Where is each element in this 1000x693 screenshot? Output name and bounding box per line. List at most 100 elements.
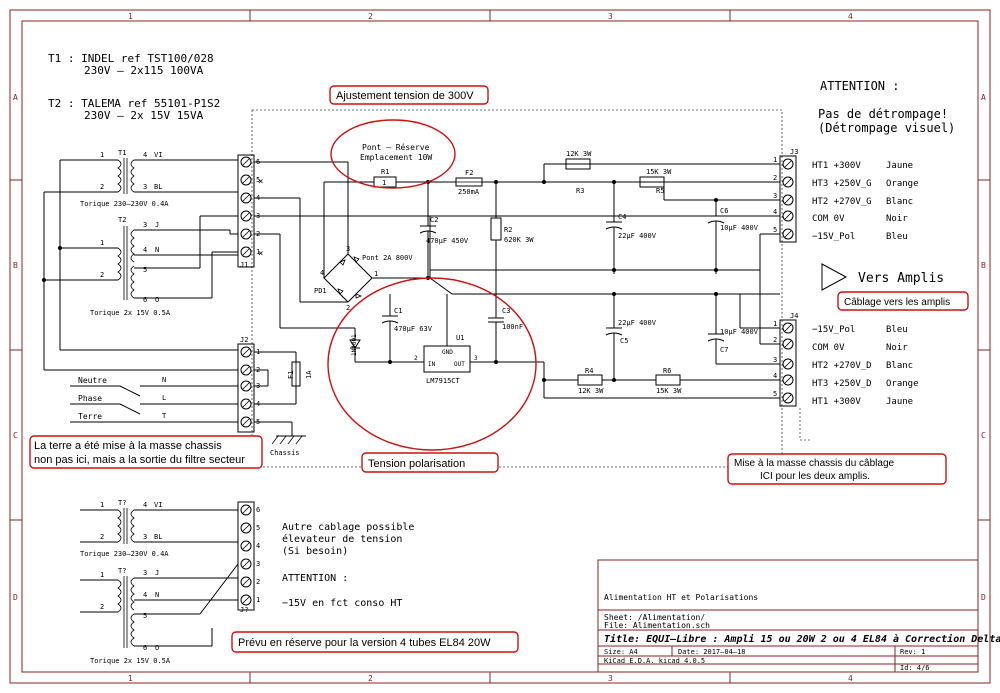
svg-text:LM7915CT: LM7915CT <box>426 377 461 385</box>
svg-text:Torique 230–230V 0.4A: Torique 230–230V 0.4A <box>80 550 169 558</box>
svg-text:1: 1 <box>100 151 104 159</box>
sheet-path: Sheet: /Alimentation/ <box>604 613 705 622</box>
col-label: 1 <box>128 12 133 21</box>
svg-text:250mA: 250mA <box>458 188 480 196</box>
callout-masse: Mise à la masse chassis du câblage ICI p… <box>727 453 947 485</box>
annotation-ellipse-polarisation <box>327 277 537 451</box>
svg-text:2: 2 <box>100 271 104 279</box>
alt-transformer-2: 1 2 T? 3 J 4 N 5 6 O Torique 2x 15V 0.5A <box>80 567 238 665</box>
j4-color: Blanc <box>886 361 913 371</box>
svg-text:4: 4 <box>773 372 777 380</box>
j4-net: −15V_Pol <box>812 325 855 335</box>
sheet-file: File: Alimentation.sch <box>604 621 710 630</box>
title-block: Alimentation HT et Polarisations Sheet: … <box>597 559 1000 673</box>
pont-reserve-line1: Pont – Réserve <box>362 142 430 152</box>
svg-text:F1: F1 <box>287 371 295 379</box>
callout-prevu: Prévu en réserve pour la version 4 tubes… <box>231 631 519 653</box>
connector-j4: J4 1 2 3 4 5 <box>773 312 798 407</box>
sheet-id: Id: 4/6 <box>900 664 930 672</box>
svg-text:4: 4 <box>143 591 147 599</box>
svg-text:Prévu en réserve pour la versi: Prévu en réserve pour la version 4 tubes… <box>238 637 491 649</box>
callout-terre: La terre a été mise à la masse chassis n… <box>29 435 263 469</box>
t2-line2: 230V – 2x 15V 15VA <box>84 109 204 122</box>
svg-text:470µF 63V: 470µF 63V <box>394 325 433 333</box>
svg-text:×: × <box>258 249 263 259</box>
j4-color: Orange <box>886 379 919 389</box>
svg-text:4: 4 <box>320 269 324 277</box>
svg-text:2: 2 <box>256 578 260 586</box>
pont-reserve-line2: Emplacement 10W <box>360 153 432 162</box>
svg-text:O: O <box>155 644 159 652</box>
svg-text:R5: R5 <box>656 187 664 195</box>
svg-text:BL: BL <box>154 183 162 191</box>
alt-line2: élevateur de tension <box>282 533 402 545</box>
svg-text:1: 1 <box>100 239 104 247</box>
svg-text:Tension polarisation: Tension polarisation <box>368 458 465 470</box>
svg-text:J?: J? <box>240 606 248 614</box>
t2-line1: T2 : TALEMA ref 55101-P1S2 <box>48 97 220 110</box>
j4-net: HT3 +250V_D <box>812 379 872 389</box>
svg-text:3: 3 <box>143 569 147 577</box>
svg-text:GND: GND <box>442 349 453 356</box>
svg-text:470µF 450V: 470µF 450V <box>426 237 469 245</box>
svg-text:5: 5 <box>773 390 777 398</box>
svg-text:C4: C4 <box>618 213 626 221</box>
transformers-header: T1 : INDEL ref TST100/028 230V – 2x115 1… <box>48 52 220 122</box>
row-label: A <box>13 93 18 102</box>
chassis-ground: Chassis <box>270 435 306 457</box>
svg-text:3: 3 <box>143 183 147 191</box>
svg-text:Neutre: Neutre <box>78 376 107 385</box>
row-label: C <box>13 431 18 440</box>
row-label: C <box>981 431 986 440</box>
bridge-pd1: PD1 Pont 2A 800V 1 4 3 2 <box>314 245 413 312</box>
t1-line1: T1 : INDEL ref TST100/028 <box>48 52 214 65</box>
sheet-title: Alimentation HT et Polarisations <box>604 593 758 602</box>
svg-text:5: 5 <box>256 524 260 532</box>
svg-text:ICI pour les deux amplis.: ICI pour les deux amplis. <box>760 471 870 482</box>
svg-text:non pas ici, mais a la sortie: non pas ici, mais a la sortie du filtre … <box>34 454 245 466</box>
svg-text:10µF 400V: 10µF 400V <box>720 328 759 336</box>
svg-text:Terre: Terre <box>78 412 102 421</box>
svg-text:Torique 2x 15V 0.5A: Torique 2x 15V 0.5A <box>90 309 171 317</box>
attention-line2: (Détrompage visuel) <box>818 121 955 135</box>
t1-line2: 230V – 2x115 100VA <box>84 64 204 77</box>
col-label: 2 <box>368 12 373 21</box>
drawing-frame: 1 2 3 4 1 2 3 4 A B C D A B C D <box>9 9 991 684</box>
svg-text:2: 2 <box>346 304 350 312</box>
svg-text:R3: R3 <box>576 187 584 195</box>
j3-net: HT1 +300V <box>812 161 861 171</box>
connector-j3: J3 1 2 3 4 5 <box>773 148 798 243</box>
svg-text:1A: 1A <box>305 370 313 379</box>
svg-text:R1: R1 <box>381 168 389 176</box>
svg-text:1: 1 <box>382 179 386 187</box>
attention-line1: Pas de détrompage! <box>818 107 948 121</box>
connector-j2: J2 1 2 3 4 5 <box>237 336 260 433</box>
svg-text:U1: U1 <box>456 334 464 342</box>
row-label: D <box>981 593 986 602</box>
svg-text:1: 1 <box>256 596 260 604</box>
svg-text:T?: T? <box>118 567 126 575</box>
svg-text:10µF 400V: 10µF 400V <box>720 224 759 232</box>
alt-line1: Autre cablage possible <box>282 522 414 533</box>
j3-color: Bleu <box>886 232 908 242</box>
j4-labels: −15V_Pol Bleu COM 0V Noir HT2 +270V_D Bl… <box>812 325 919 407</box>
svg-text:6: 6 <box>143 296 147 304</box>
col-label: 3 <box>608 674 613 683</box>
col-label: 3 <box>608 12 613 21</box>
svg-text:4: 4 <box>256 542 260 550</box>
svg-text:C7: C7 <box>720 346 728 354</box>
transformer-t1: 1 2 T1 4 VI 3 BL Torique 230–230V 0.4A <box>44 149 238 208</box>
svg-text:T: T <box>162 412 167 420</box>
transformer-t2: 1 2 T2 3 J 4 N 5 6 O Torique 2x 15V 0.5A <box>44 216 238 317</box>
j3-net: COM 0V <box>812 214 845 224</box>
j3-color: Orange <box>886 179 919 189</box>
svg-text:J: J <box>155 221 159 229</box>
svg-text:1: 1 <box>256 248 260 256</box>
svg-text:Chassis: Chassis <box>270 449 300 457</box>
svg-text:22µF 400V: 22µF 400V <box>618 232 657 240</box>
svg-text:2: 2 <box>773 336 777 344</box>
svg-text:2: 2 <box>100 603 104 611</box>
svg-text:15K 3W: 15K 3W <box>646 168 672 176</box>
